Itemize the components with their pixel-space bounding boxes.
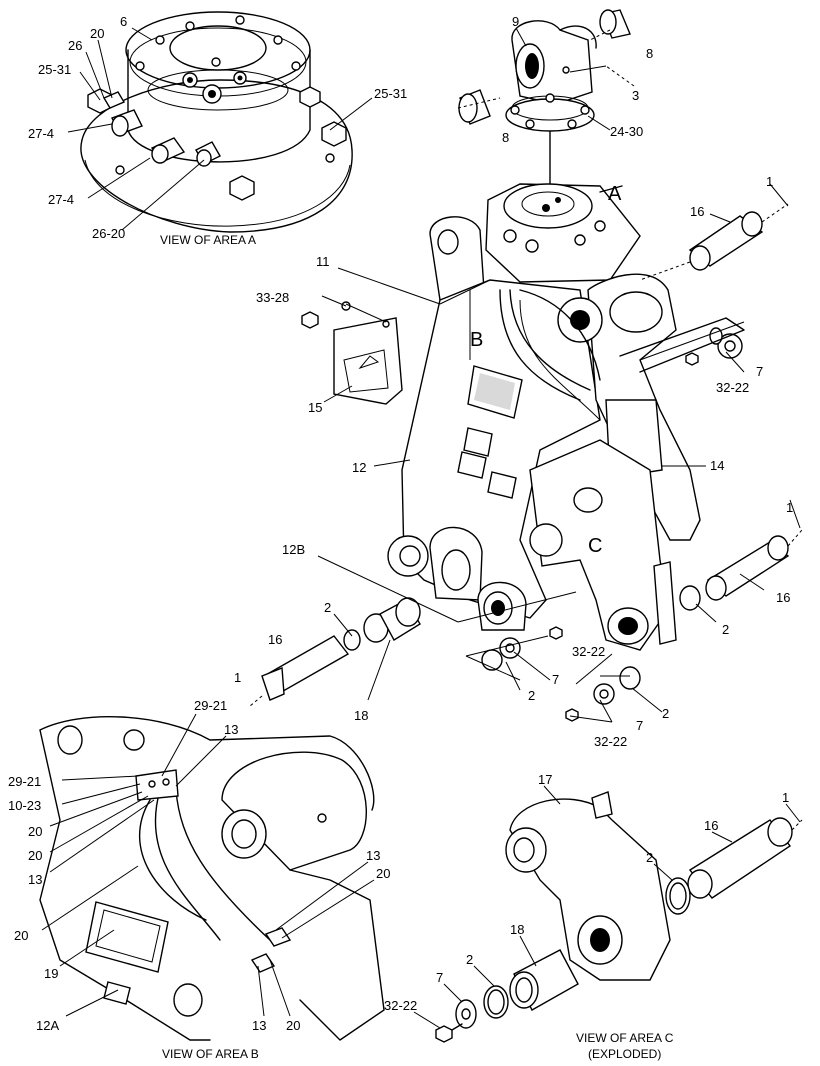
swivel-top-parts: [458, 9, 631, 198]
callout-label: 16: [776, 590, 790, 605]
callout-label: 16: [268, 632, 282, 647]
caption-view-area-a: VIEW OF AREA A: [160, 233, 256, 247]
pin-group-upper-right: [619, 203, 789, 373]
callout-label: 16: [690, 204, 704, 219]
callout-label: 7: [636, 718, 643, 733]
area-letter-c: C: [588, 535, 602, 557]
view-area-c-leaders: [413, 785, 801, 1029]
callout-label: 20: [14, 928, 28, 943]
pin-group-left: [249, 597, 563, 707]
callout-label: 19: [44, 966, 58, 981]
pin-group-lower-right: [565, 529, 803, 722]
view-area-a-leaders: [67, 27, 373, 231]
callout-label: 10-23: [8, 798, 41, 813]
callout-label: 1: [766, 174, 773, 189]
callout-label: 25-31: [374, 86, 407, 101]
callout-label: 2: [662, 706, 669, 721]
callout-label: 7: [756, 364, 763, 379]
callout-label: 20: [90, 26, 104, 41]
callout-label: 2: [646, 850, 653, 865]
callout-label: 26: [68, 38, 82, 53]
callout-label: 13: [224, 722, 238, 737]
callout-label: 8: [502, 130, 509, 145]
callout-label: 8: [646, 46, 653, 61]
callout-label: 16: [704, 818, 718, 833]
callout-label: 7: [552, 672, 559, 687]
callout-label: 32-22: [716, 380, 749, 395]
callout-label: 32-22: [384, 998, 417, 1013]
callout-label: 18: [510, 922, 524, 937]
callout-label: 32-22: [572, 644, 605, 659]
callout-label: 18: [354, 708, 368, 723]
callout-label: 20: [376, 866, 390, 881]
callout-label: 1: [234, 670, 241, 685]
callout-label: 1: [782, 790, 789, 805]
callout-label: 29-21: [8, 774, 41, 789]
callout-label: 7: [436, 970, 443, 985]
callout-label: 14: [710, 458, 724, 473]
caption-view-area-b: VIEW OF AREA B: [162, 1047, 259, 1061]
callout-label: 1: [786, 500, 793, 515]
callout-label: 20: [28, 824, 42, 839]
callout-label: 20: [28, 848, 42, 863]
callout-label: 17: [538, 772, 552, 787]
view-area-a-drawing: [80, 11, 353, 233]
callout-label: 20: [286, 1018, 300, 1033]
callout-label: 6: [120, 14, 127, 29]
view-area-b-leaders: [41, 713, 375, 1017]
callout-label: 27-4: [28, 126, 54, 141]
callout-label: 3: [632, 88, 639, 103]
callout-label: 13: [252, 1018, 266, 1033]
callout-label: 33-28: [256, 290, 289, 305]
area-letter-b: B: [470, 329, 483, 351]
swivel-top-leaders: [457, 27, 635, 131]
main-assembly-leaders: [317, 183, 801, 723]
callout-label: 2: [466, 952, 473, 967]
callout-label: 12: [352, 460, 366, 475]
main-assembly-drawing: [387, 183, 701, 651]
callout-label: 2: [722, 622, 729, 637]
callout-label: 24-30: [610, 124, 643, 139]
callout-label: 2: [324, 600, 331, 615]
plate-15-drawing: [301, 301, 403, 405]
caption-view-area-c: VIEW OF AREA C: [576, 1031, 674, 1045]
callout-label: 15: [308, 400, 322, 415]
area-letter-a: A: [608, 183, 622, 205]
callout-label: 29-21: [194, 698, 227, 713]
callout-label: 13: [28, 872, 42, 887]
callout-label: 11: [316, 254, 330, 269]
callout-label: 25-31: [38, 62, 71, 77]
callout-label: 32-22: [594, 734, 627, 749]
callout-label: 12B: [282, 542, 305, 557]
callout-label: 26-20: [92, 226, 125, 241]
callout-label: 9: [512, 14, 519, 29]
callout-label: 27-4: [48, 192, 74, 207]
view-area-c-drawing: [435, 791, 803, 1043]
callout-label: 13: [366, 848, 380, 863]
callout-label: 12A: [36, 1018, 59, 1033]
caption-view-area-c-exploded: (EXPLODED): [588, 1047, 661, 1061]
callout-label: 2: [528, 688, 535, 703]
view-area-b-drawing: [39, 716, 385, 1041]
